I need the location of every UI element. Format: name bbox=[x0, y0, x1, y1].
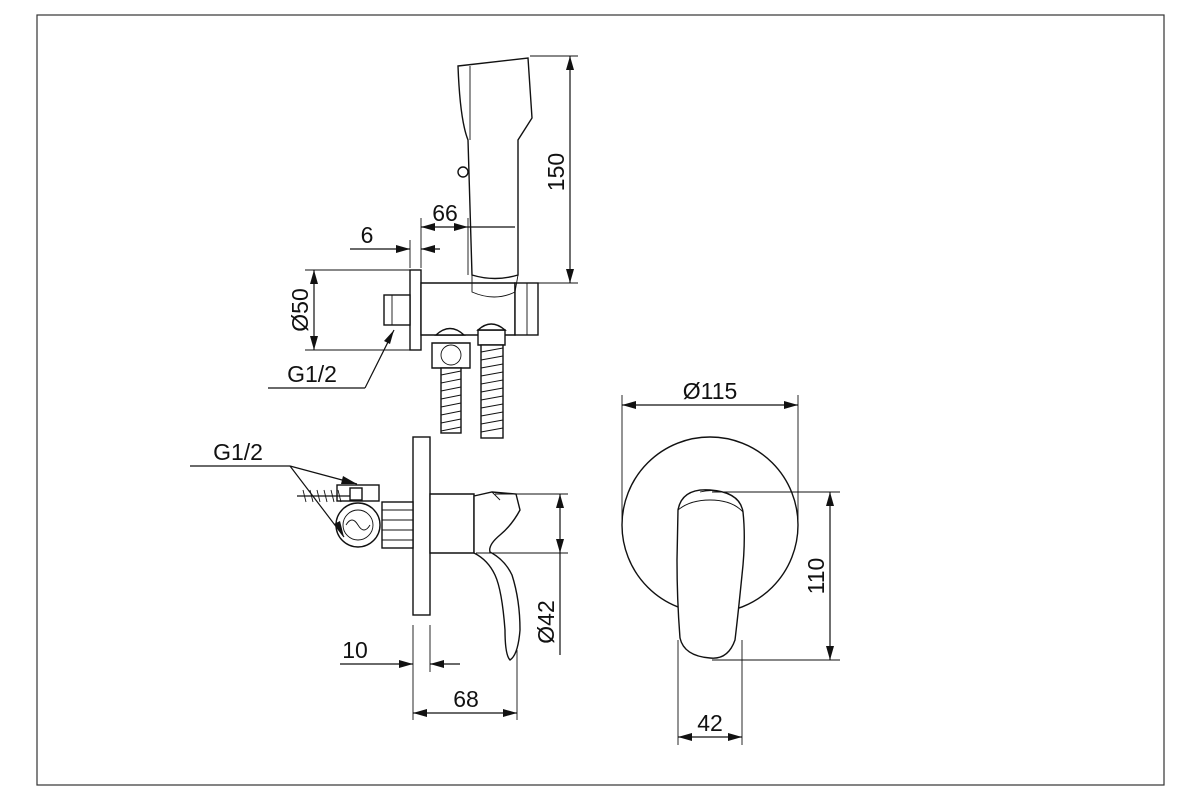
handshower-head bbox=[457, 57, 533, 280]
dim-66-label: 66 bbox=[432, 200, 458, 226]
mixer-side-view bbox=[297, 436, 521, 661]
dim-150-label: 150 bbox=[543, 153, 569, 191]
dim-plate-thickness-top: 6 bbox=[350, 222, 440, 268]
dim-handshower-length: 150 bbox=[518, 55, 578, 284]
wall-plate-top bbox=[409, 269, 422, 351]
dim-plate-thickness-bottom: 10 bbox=[340, 625, 460, 720]
drawing-frame bbox=[36, 14, 1165, 786]
thread-bottom-label: G1/2 bbox=[213, 439, 263, 465]
wall-anchor bbox=[297, 489, 350, 503]
lever-front bbox=[676, 489, 745, 659]
hose-nut-right bbox=[477, 329, 506, 346]
thread-stub-top bbox=[383, 294, 411, 326]
dim-42-diameter-label: Ø42 bbox=[533, 600, 559, 643]
dim-lever-diameter: Ø42 bbox=[476, 493, 568, 655]
dim-lever-width: 42 bbox=[677, 640, 743, 745]
dim-bracket-offset: 66 bbox=[420, 200, 515, 275]
hose-nut-left bbox=[431, 342, 471, 369]
lever-handle bbox=[473, 491, 521, 661]
mixer-front-view bbox=[621, 436, 799, 659]
hose-right bbox=[480, 344, 504, 439]
hose-left bbox=[440, 367, 462, 434]
mixer-body bbox=[429, 493, 475, 554]
rosette-plate bbox=[412, 436, 431, 616]
thread-top-label: G1/2 bbox=[287, 361, 337, 387]
dim-flange-diameter-top: Ø50 bbox=[287, 269, 410, 351]
dim-10-label: 10 bbox=[342, 637, 368, 663]
dim-lever-height: 110 bbox=[712, 491, 840, 661]
leader-thread-bottom: G1/2 bbox=[190, 439, 358, 538]
dim-68-label: 68 bbox=[453, 686, 479, 712]
dim-mixer-depth: 68 bbox=[413, 650, 518, 720]
leader-thread-top: G1/2 bbox=[268, 329, 395, 389]
dim-115-label: Ø115 bbox=[683, 378, 738, 404]
dim-42-width-label: 42 bbox=[697, 710, 723, 736]
dim-110-label: 110 bbox=[803, 558, 829, 595]
dim-rosette-diameter: Ø115 bbox=[621, 378, 799, 520]
dim-50-label: Ø50 bbox=[287, 288, 313, 331]
dim-6-label: 6 bbox=[361, 222, 374, 248]
handshower-side-view bbox=[383, 57, 539, 439]
